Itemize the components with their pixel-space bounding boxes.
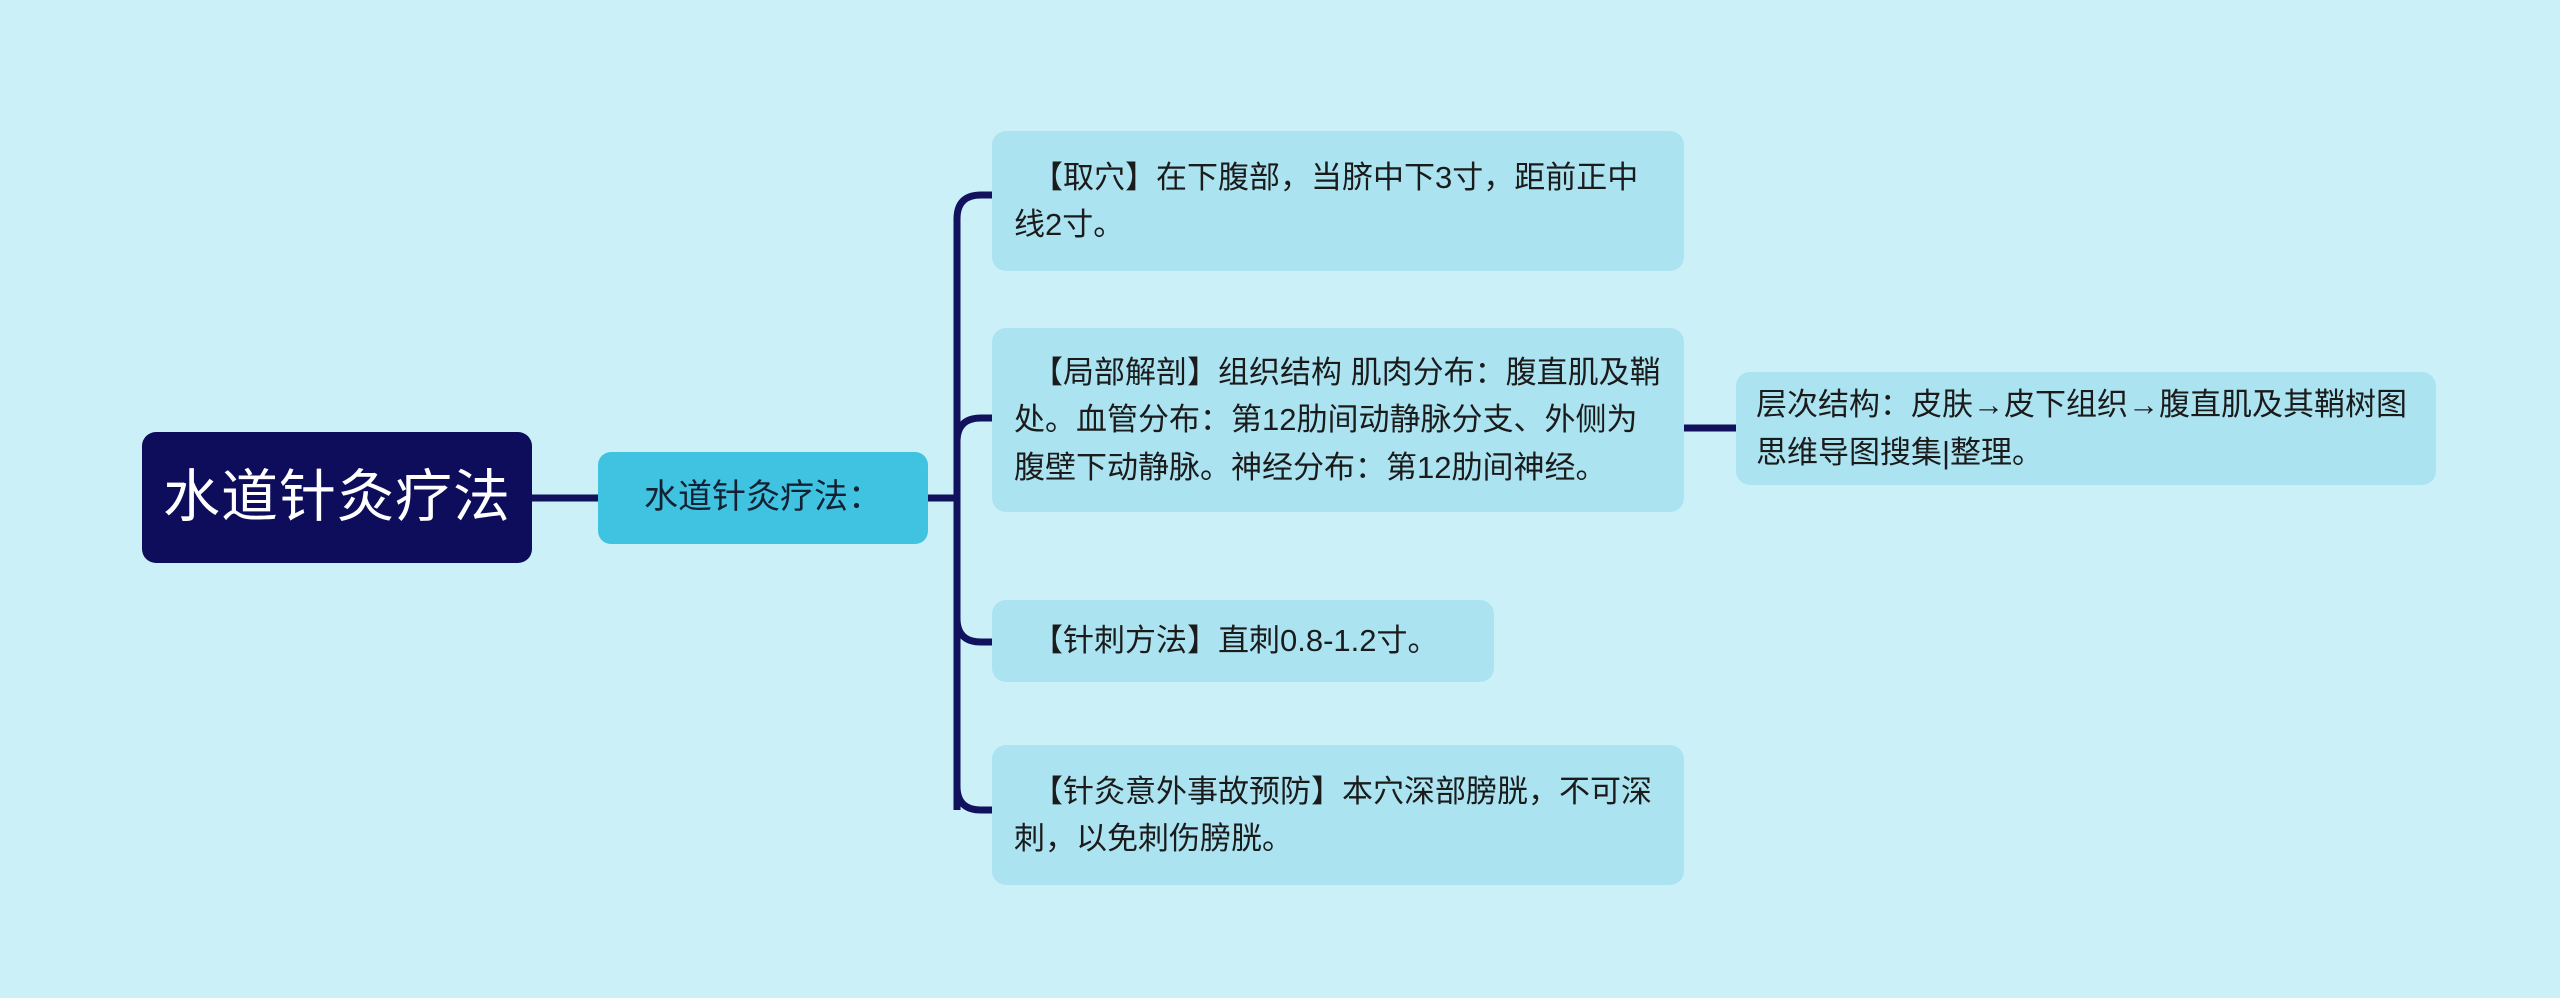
level2-node-label: 水道针灸疗法：: [644, 478, 882, 517]
root-node[interactable]: 水道针灸疗法: [142, 432, 532, 563]
leaf-node-local-anatomy[interactable]: 【局部解剖】组织结构 肌肉分布：腹直肌及鞘处。血管分布：第12肋间动静脉分支、外…: [992, 328, 1684, 512]
edge-trunk-to-leaf-1: [953, 191, 992, 220]
edge-trunk-to-leaf-2: [953, 414, 992, 443]
root-node-label: 水道针灸疗法: [163, 464, 511, 529]
leaf-node-acupoint-location[interactable]: 【取穴】在下腹部，当脐中下3寸，距前正中线2寸。: [992, 131, 1684, 271]
level2-node[interactable]: 水道针灸疗法：: [598, 452, 928, 544]
leaf-node-label: 【取穴】在下腹部，当脐中下3寸，距前正中线2寸。: [1014, 159, 1639, 242]
leaf-node-needling-method[interactable]: 【针刺方法】直刺0.8-1.2寸。: [992, 600, 1494, 682]
leaf-node-label: 【局部解剖】组织结构 肌肉分布：腹直肌及鞘处。血管分布：第12肋间动静脉分支、外…: [1014, 355, 1661, 485]
leaf-node-label: 【针刺方法】直刺0.8-1.2寸。: [1032, 623, 1439, 659]
edge-trunk-to-leaf-3: [953, 617, 992, 646]
level4-node-layer-structure[interactable]: 层次结构：皮肤→皮下组织→腹直肌及其鞘树图思维导图搜集|整理。: [1736, 372, 2436, 485]
leaf-node-label: 【针灸意外事故预防】本穴深部膀胱，不可深刺，以免刺伤膀胱。: [1014, 773, 1652, 856]
edge-trunk-to-leaf-4: [953, 785, 992, 814]
leaf-node-accident-prevention[interactable]: 【针灸意外事故预防】本穴深部膀胱，不可深刺，以免刺伤膀胱。: [992, 745, 1684, 885]
level4-node-label: 层次结构：皮肤→皮下组织→腹直肌及其鞘树图思维导图搜集|整理。: [1756, 387, 2407, 470]
